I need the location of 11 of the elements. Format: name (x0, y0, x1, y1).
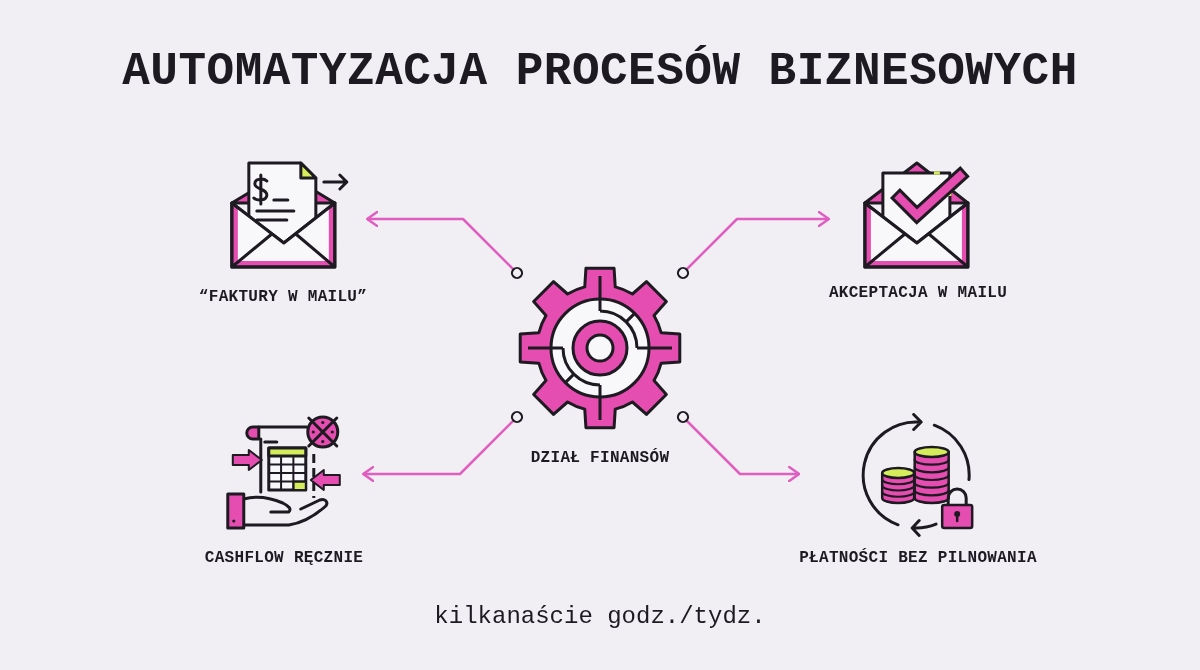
node-label: DZIAŁ FINANSÓW (530, 448, 670, 468)
diagram-title: AUTOMATYZACJA PROCESÓW BIZNESOWYCH (122, 44, 1078, 100)
connector-arrow (365, 210, 524, 280)
node-label: “FAKTURY W MAILU” (198, 287, 368, 307)
connector-arrow (676, 210, 831, 280)
connector-arrow (676, 410, 801, 483)
node-label: AKCEPTACJA W MAILU (828, 283, 1008, 303)
node-label: CASHFLOW RĘCZNIE (204, 548, 364, 568)
connector-arrow (361, 410, 524, 483)
footer-note: kilkanaście godz./tydz. (434, 602, 766, 632)
node-label: PŁATNOŚCI BEZ PILNOWANIA (799, 548, 1037, 568)
